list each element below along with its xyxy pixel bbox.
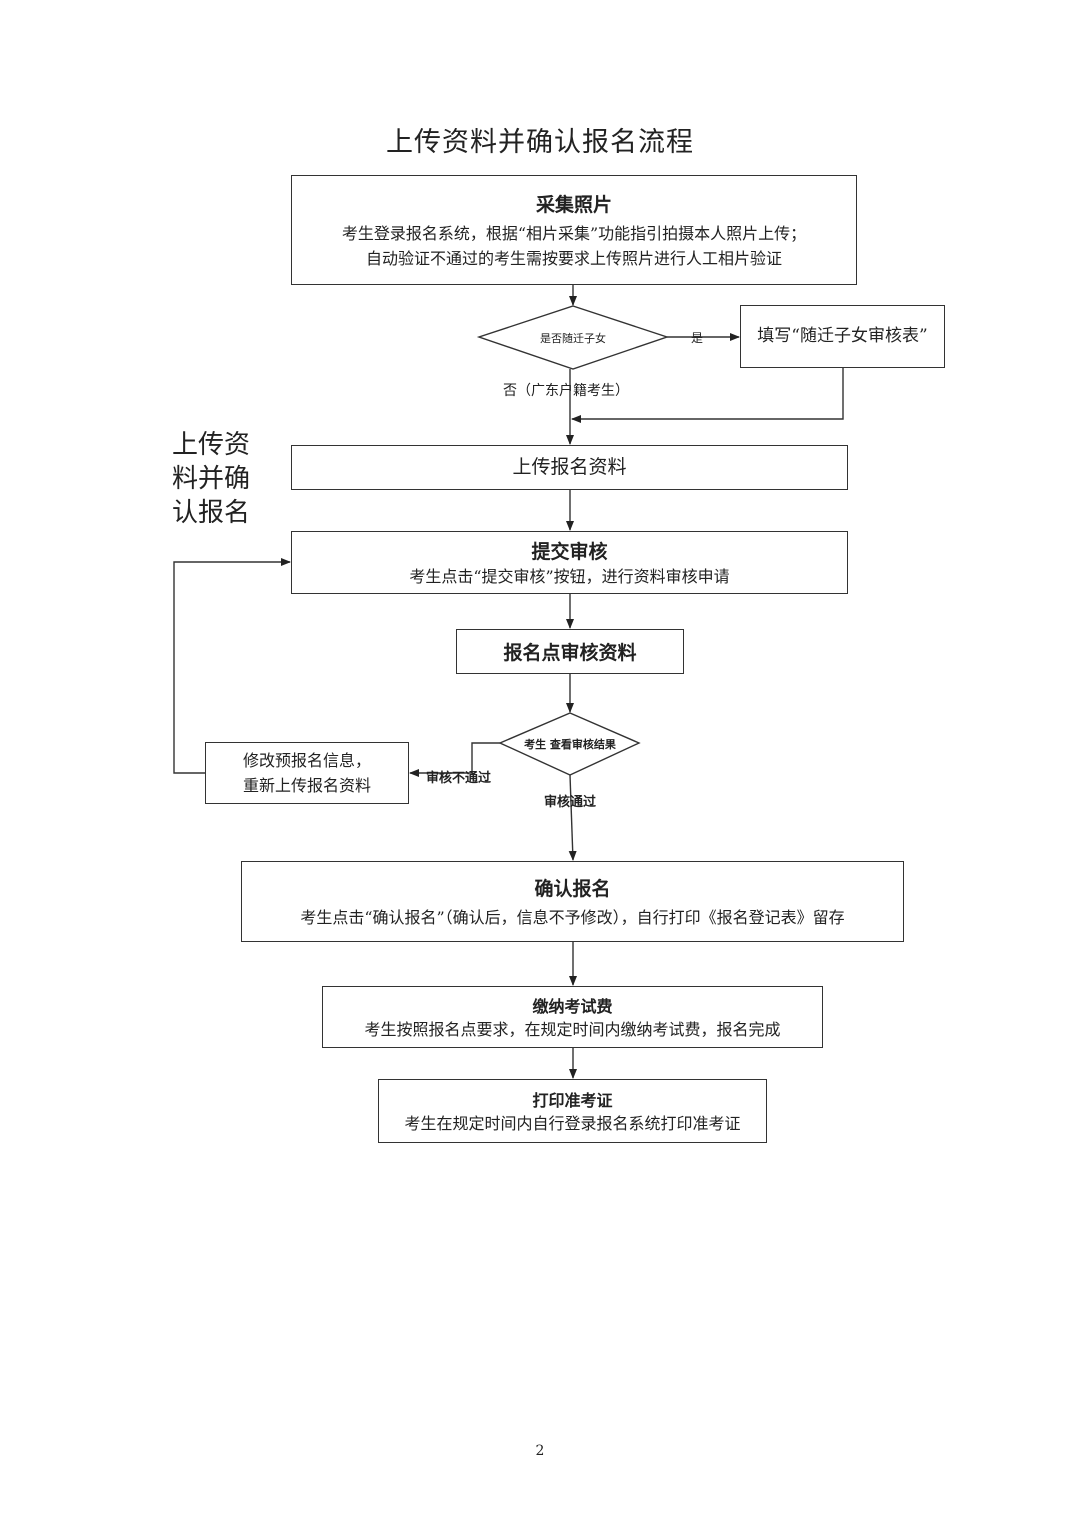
ticket-box: 打印准考证 考生在规定时间内自行登录报名系统打印准考证 [378,1079,767,1143]
arrow-modify-loop-to-submit [173,558,291,774]
migrant-form-box: 填写“随迁子女审核表” [740,305,945,368]
no-label: 否（广东户籍考生） [503,383,629,399]
fee-text: 考生按照报名点要求，在规定时间内缴纳考试费，报名完成 [364,1019,781,1039]
migrant-form-text: 填写“随迁子女审核表” [757,326,928,346]
submit-box: 提交审核 考生点击“提交审核”按钮，进行资料审核申请 [291,531,848,594]
page-title: 上传资料并确认报名流程 [386,127,694,158]
confirm-box: 确认报名 考生点击“确认报名”（确认后，信息不予修改），自行打印《报名登记表》留… [241,861,904,942]
upload-text: 上传报名资料 [512,456,627,478]
review-box: 报名点审核资料 [456,629,684,674]
side-label-line: 料并确 [172,464,251,494]
decision-migrant-label: 是否随迁子女 [540,332,606,345]
fail-label: 审核不通过 [426,771,492,786]
arrow-fail-to-modify [409,742,500,777]
confirm-heading: 确认报名 [534,877,611,900]
modify-line: 重新上传报名资料 [242,776,371,795]
review-text: 报名点审核资料 [503,642,637,664]
step-photo-line: 考生登录报名系统，根据“相片采集”功能指引拍摄本人照片上传； [341,223,807,243]
yes-label: 是 [691,331,704,345]
arrow-pass-to-confirm [568,774,577,861]
step-photo-line: 自动验证不通过的考生需按要求上传照片进行人工相片验证 [365,248,782,268]
upload-box: 上传报名资料 [291,445,848,490]
modify-box: 修改预报名信息， 重新上传报名资料 [205,742,409,804]
ticket-heading: 打印准考证 [532,1090,613,1110]
decision-diamond-migrant [476,305,670,370]
page-number: 2 [535,1443,545,1459]
decision-result-label: 考生 查看审核结果 [524,738,616,751]
submit-text: 考生点击“提交审核”按钮，进行资料审核申请 [409,566,730,586]
side-label: 上传资 料并确 认报名 [172,428,272,530]
submit-heading: 提交审核 [531,540,608,563]
modify-line: 修改预报名信息， [242,751,371,770]
step-photo-heading: 采集照片 [535,193,612,216]
fee-heading: 缴纳考试费 [532,996,613,1016]
fee-box: 缴纳考试费 考生按照报名点要求，在规定时间内缴纳考试费，报名完成 [322,986,823,1048]
ticket-text: 考生在规定时间内自行登录报名系统打印准考证 [404,1113,741,1133]
arrow-form-to-merge [571,368,844,423]
side-label-line: 认报名 [172,498,251,528]
confirm-text: 考生点击“确认报名”（确认后，信息不予修改），自行打印《报名登记表》留存 [300,907,845,927]
step-photo-box: 采集照片 考生登录报名系统，根据“相片采集”功能指引拍摄本人照片上传； 自动验证… [291,175,857,285]
decision-diamond-result [498,712,641,776]
side-label-line: 上传资 [172,430,251,460]
pass-label: 审核通过 [544,795,597,810]
